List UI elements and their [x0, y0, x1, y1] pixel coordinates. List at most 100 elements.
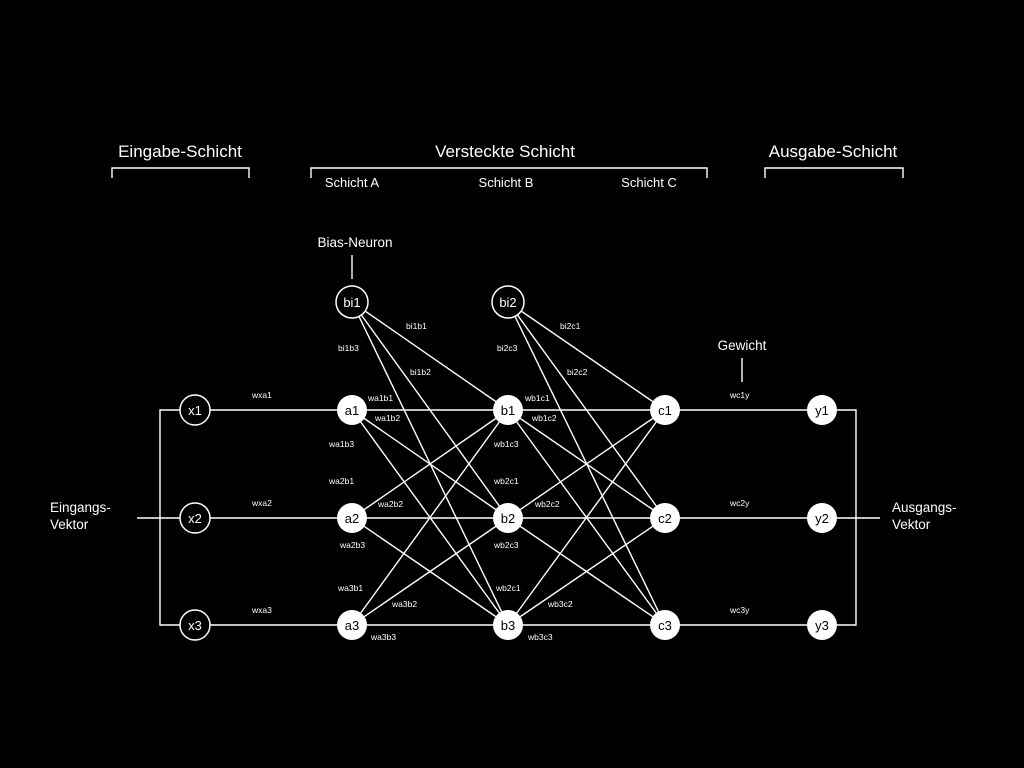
sublayer-a-label: Schicht A	[325, 175, 380, 190]
weight-wb2c1: wb2c1	[493, 476, 519, 486]
weight-wa1b3: wa1b3	[328, 439, 354, 449]
weight-label: Gewicht	[718, 338, 767, 353]
weight-bi2c2: bi2c2	[567, 367, 588, 377]
node-b1: b1	[493, 395, 523, 425]
output-vector-label-line2: Vektor	[892, 517, 931, 532]
edge-bi2-c1	[507, 301, 666, 411]
node-y1-circle	[807, 395, 837, 425]
node-x2-circle	[179, 502, 211, 534]
output-vector-label-line1: Ausgangs-	[892, 500, 957, 515]
weight-wc2y: wc2y	[729, 498, 750, 508]
node-y3: y3	[807, 610, 837, 640]
node-b1-label: b1	[501, 403, 515, 418]
node-c1-circle	[650, 395, 680, 425]
node-y2: y2	[807, 503, 837, 533]
node-x1-circle	[179, 394, 211, 426]
node-x2: x2	[179, 502, 211, 534]
input-layer-bracket	[111, 167, 250, 178]
weight-wa2b3: wa2b3	[339, 540, 365, 550]
weight-wb3c3: wb3c3	[527, 632, 553, 642]
node-x1-label: x1	[188, 403, 202, 418]
node-b2-circle	[493, 503, 523, 533]
weight-wa2b2: wa2b2	[377, 499, 403, 509]
weight-wxa3: wxa3	[251, 605, 272, 615]
node-x2-label: x2	[188, 511, 202, 526]
node-b1-circle	[493, 395, 523, 425]
node-b3: b3	[493, 610, 523, 640]
weight-wb2c3: wb2c3	[493, 540, 519, 550]
weight-wb2c2: wb2c2	[534, 499, 560, 509]
node-y1: y1	[807, 395, 837, 425]
node-c1: c1	[650, 395, 680, 425]
weight-wa1b2: wa1b2	[374, 413, 400, 423]
node-bi2-label: bi2	[499, 295, 516, 310]
edge-bi2-c3	[507, 301, 666, 626]
hidden-layer-title: Versteckte Schicht	[435, 142, 575, 161]
edge-b3-c1	[507, 409, 666, 626]
edge-bi1-b3	[351, 301, 509, 626]
sublayer-b-label: Schicht B	[479, 175, 534, 190]
node-c1-label: c1	[658, 403, 672, 418]
node-a1-circle	[337, 395, 367, 425]
weight-wb3c1: wb2c1	[495, 583, 521, 593]
node-b2-label: b2	[501, 511, 515, 526]
weight-labels: wxa1 wxa2 wxa3 bi1b1 bi1b2 bi1b3 bi2c1 b…	[251, 321, 750, 642]
node-b3-circle	[493, 610, 523, 640]
node-x1: x1	[179, 394, 211, 426]
output-layer-title: Ausgabe-Schicht	[769, 142, 898, 161]
weight-wxa2: wxa2	[251, 498, 272, 508]
weight-wa2b1: wa2b1	[328, 476, 354, 486]
node-bi2: bi2	[491, 285, 525, 319]
weight-wb1c1: wb1c1	[524, 393, 550, 403]
edge-bi1-b2	[351, 301, 509, 519]
weight-wxa1: wxa1	[251, 390, 272, 400]
weight-wc3y: wc3y	[729, 605, 750, 615]
node-a3: a3	[337, 610, 367, 640]
node-a1-label: a1	[345, 403, 359, 418]
sublayer-c-label: Schicht C	[621, 175, 677, 190]
node-a3-circle	[337, 610, 367, 640]
weight-bi1b1: bi1b1	[406, 321, 427, 331]
weight-wa3b1: wa3b1	[337, 583, 363, 593]
node-y3-circle	[807, 610, 837, 640]
node-a1: a1	[337, 395, 367, 425]
node-y2-label: y2	[815, 511, 829, 526]
node-y2-circle	[807, 503, 837, 533]
bias-neuron-label: Bias-Neuron	[317, 235, 392, 250]
weight-bi2c1: bi2c1	[560, 321, 581, 331]
node-c2-circle	[650, 503, 680, 533]
weight-wb1c2: wb1c2	[531, 413, 557, 423]
weight-bi1b3: bi1b3	[338, 343, 359, 353]
weight-wc1y: wc1y	[729, 390, 750, 400]
node-c3-label: c3	[658, 618, 672, 633]
node-a2-circle	[337, 503, 367, 533]
node-x3-circle	[179, 609, 211, 641]
node-b3-label: b3	[501, 618, 515, 633]
node-c3: c3	[650, 610, 680, 640]
node-y3-label: y3	[815, 618, 829, 633]
node-c3-circle	[650, 610, 680, 640]
node-bi1-label: bi1	[343, 295, 360, 310]
output-layer-bracket	[764, 167, 904, 178]
edge-bi2-c2	[507, 301, 666, 519]
node-c2-label: c2	[658, 511, 672, 526]
node-bi1: bi1	[335, 285, 369, 319]
edge-a3-b2	[351, 517, 509, 626]
node-bi1-circle	[335, 285, 369, 319]
node-y1-label: y1	[815, 403, 829, 418]
weight-wb1c3: wb1c3	[493, 439, 519, 449]
node-c2: c2	[650, 503, 680, 533]
node-x3-label: x3	[188, 618, 202, 633]
node-a3-label: a3	[345, 618, 359, 633]
input-layer-title: Eingabe-Schicht	[118, 142, 242, 161]
node-a2: a2	[337, 503, 367, 533]
edge-bi1-b1	[351, 301, 509, 411]
node-x3: x3	[179, 609, 211, 641]
weight-wa3b3: wa3b3	[370, 632, 396, 642]
node-b2: b2	[493, 503, 523, 533]
node-bi2-circle	[491, 285, 525, 319]
weight-bi2c3: bi2c3	[497, 343, 518, 353]
weight-wa3b2: wa3b2	[391, 599, 417, 609]
hidden-layer-bracket	[310, 167, 708, 178]
